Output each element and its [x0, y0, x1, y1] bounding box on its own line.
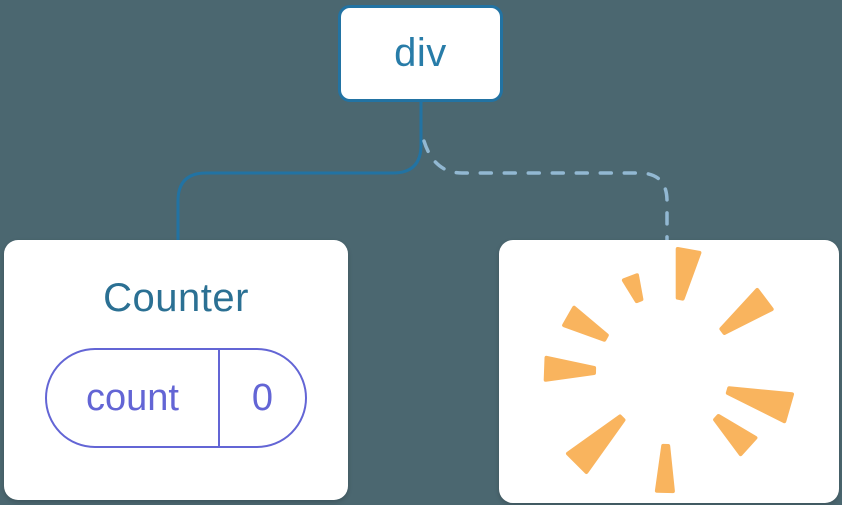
poof-ray: [543, 355, 597, 382]
poof-ray: [719, 288, 774, 335]
poof-ray: [621, 273, 644, 304]
destroyed-component-card: [499, 240, 839, 503]
poof-ray: [562, 305, 609, 342]
state-value: 0: [251, 376, 274, 419]
counter-title: Counter: [103, 276, 249, 320]
root-node-label: div: [394, 31, 447, 75]
poof-burst-icon: [543, 247, 794, 494]
counter-component-card: Counter count 0: [4, 240, 348, 500]
poof-ray: [654, 443, 675, 494]
state-key: count: [47, 350, 220, 446]
poof-ray: [725, 386, 794, 424]
connector-dashed: [422, 139, 669, 243]
poof-ray: [713, 414, 758, 457]
root-node-div: div: [338, 5, 503, 102]
state-pill: count 0: [45, 348, 307, 448]
poof-ray: [566, 414, 626, 474]
connector-solid: [176, 101, 423, 241]
poof-ray: [675, 247, 702, 301]
